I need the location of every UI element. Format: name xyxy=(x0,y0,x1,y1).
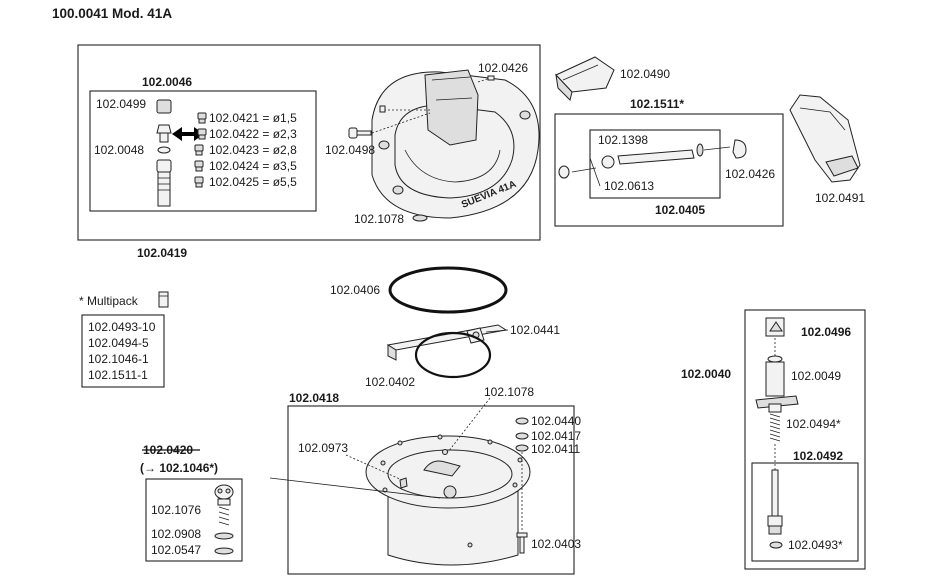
large-seal-ring xyxy=(388,266,508,314)
label-102-0419: 102.0419 xyxy=(137,246,187,260)
float-valve-box xyxy=(744,309,866,570)
drinking-bowl-drawing: SUEVIA 41A xyxy=(371,69,540,219)
label-102-0493: 102.0493* xyxy=(788,538,843,552)
label-102-1078-housing: 102.1078 xyxy=(484,385,534,399)
housing-box xyxy=(287,405,575,575)
label-102-0496: 102.0496 xyxy=(801,325,851,339)
multipack-item-2: 102.0494-5 xyxy=(88,336,149,350)
label-102-0425: 102.0425 = ø5,5 xyxy=(209,175,297,189)
label-102-0499: 102.0499 xyxy=(96,97,146,111)
package-icon xyxy=(158,291,169,308)
valve-kit-drawing xyxy=(214,484,234,555)
label-102-1046: (→ 102.1046*) xyxy=(140,461,218,475)
label-102-0908: 102.0908 xyxy=(151,527,201,541)
label-102-0490: 102.0490 xyxy=(620,67,670,81)
mounting-rail-drawing xyxy=(386,324,508,361)
needle-box xyxy=(751,462,859,562)
plug-icon xyxy=(412,214,428,222)
label-102-0422: 102.0422 = ø2,3 xyxy=(209,127,297,141)
label-102-0049: 102.0049 xyxy=(791,369,841,383)
screw-icon xyxy=(348,127,372,139)
label-102-0046: 102.0046 xyxy=(142,75,192,89)
label-102-0417: 102.0417 xyxy=(531,429,581,443)
label-102-0402: 102.0402 xyxy=(365,375,415,389)
label-102-0613: 102.0613 xyxy=(604,179,654,193)
multipack-item-1: 102.0493-10 xyxy=(88,320,156,334)
small-screw-icon xyxy=(379,75,495,113)
multipack-item-3: 102.1046-1 xyxy=(88,352,149,366)
diagram-title: 100.0041 Mod. 41A xyxy=(52,6,172,21)
label-102-0973: 102.0973 xyxy=(298,441,348,455)
label-102-0494: 102.0494* xyxy=(786,417,841,431)
label-102-0424: 102.0424 = ø3,5 xyxy=(209,159,297,173)
label-102-0405: 102.0405 xyxy=(655,203,705,217)
bowl-assembly-box xyxy=(77,44,541,241)
label-102-0492: 102.0492 xyxy=(793,449,843,463)
cap-icon xyxy=(765,317,785,337)
bolt-icon xyxy=(516,532,528,554)
label-102-0403: 102.0403 xyxy=(531,537,581,551)
label-102-0040: 102.0040 xyxy=(681,367,731,381)
label-102-0421: 102.0421 = ø1,5 xyxy=(209,111,297,125)
multipack-box xyxy=(81,314,165,388)
label-102-1511: 102.1511* xyxy=(630,97,684,111)
bracket-box xyxy=(554,113,784,227)
label-102-0440: 102.0440 xyxy=(531,414,581,428)
label-102-0547: 102.0547 xyxy=(151,543,201,557)
housing-drawing xyxy=(365,434,531,566)
label-102-0406: 102.0406 xyxy=(330,283,380,297)
bracket-part-drawing xyxy=(789,94,861,183)
label-102-1078-top: 102.1078 xyxy=(354,212,404,226)
pin-inner-box xyxy=(589,129,721,199)
label-102-1398: 102.1398 xyxy=(598,133,648,147)
valve-box xyxy=(89,90,317,212)
pin-assembly-drawing xyxy=(558,139,747,187)
multipack-label: * Multipack xyxy=(79,294,139,308)
label-102-0498: 102.0498 xyxy=(325,143,375,157)
small-seal-ring xyxy=(414,331,492,379)
label-102-0418: 102.0418 xyxy=(289,391,339,405)
float-valve-drawing xyxy=(755,355,799,442)
needle-drawing xyxy=(767,469,783,549)
label-102-0441: 102.0441 xyxy=(510,323,560,337)
clip-part-drawing xyxy=(555,56,615,101)
washer-stack-icon xyxy=(515,417,529,452)
valve-stem-drawing xyxy=(156,99,172,207)
label-102-0426-bracket: 102.0426 xyxy=(725,167,775,181)
label-102-1076: 102.1076 xyxy=(151,503,201,517)
label-102-0426-top: 102.0426 xyxy=(478,61,528,75)
multipack-item-4: 102.1511-1 xyxy=(88,368,148,382)
nozzle-icons xyxy=(194,112,207,188)
label-102-0411: 102.0411 xyxy=(531,442,580,456)
label-102-0048: 102.0048 xyxy=(94,143,144,157)
label-102-0491: 102.0491 xyxy=(815,191,865,205)
valve-kit-box xyxy=(145,478,243,562)
label-102-0423: 102.0423 = ø2,8 xyxy=(209,143,297,157)
